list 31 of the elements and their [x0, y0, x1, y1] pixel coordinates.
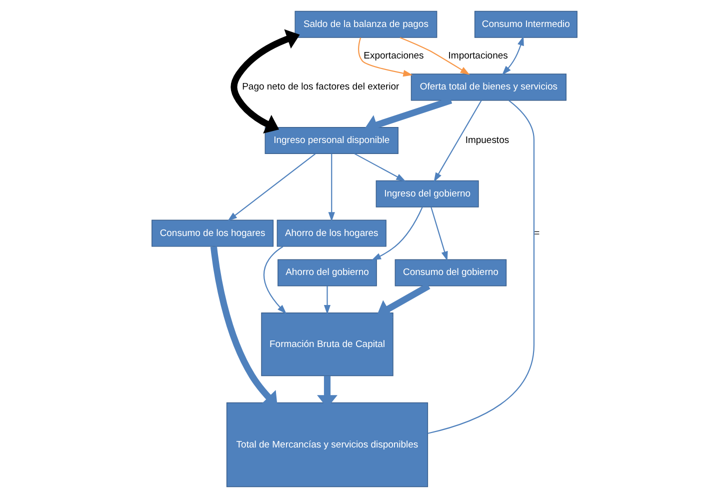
node-box: Ahorro de los hogares — [276, 220, 386, 247]
arrow — [354, 153, 406, 182]
arrow — [501, 36, 524, 76]
arrow — [358, 38, 412, 77]
edge-label: Exportaciones — [363, 50, 424, 62]
node-box: Ingreso personal disponible — [264, 127, 398, 154]
arrow — [227, 153, 316, 222]
node-box: Saldo de la balanza de pagos — [294, 10, 437, 38]
arrow — [433, 100, 482, 182]
arrow — [399, 37, 470, 75]
arrow — [328, 154, 334, 222]
node-box: Ahorro del gobierno — [277, 259, 376, 286]
arrow — [263, 246, 286, 314]
node-box: Consumo de los hogares — [151, 220, 274, 247]
arrow — [371, 206, 422, 260]
node-box: Total de Mercancías y servicios disponibles — [226, 402, 428, 488]
node-box: Consumo Intermedio — [474, 10, 577, 38]
node-box: Formación Bruta de Capital — [260, 312, 393, 376]
arrow — [323, 286, 330, 314]
edge-label: Impuestos — [464, 135, 509, 146]
edge-label: Importaciones — [448, 50, 508, 62]
edge-label: = — [534, 228, 540, 239]
arrow — [376, 283, 430, 318]
node-box: Consumo del gobierno — [394, 259, 506, 286]
edge-label: Pago neto de los factores del exterior — [242, 82, 399, 93]
node-box: Ingreso del gobierno — [375, 180, 478, 208]
node-box: Oferta total de bienes y servicios — [410, 74, 566, 101]
arrow — [210, 246, 277, 406]
arrow — [430, 206, 448, 261]
arrow — [230, 29, 300, 134]
connector — [427, 100, 534, 434]
